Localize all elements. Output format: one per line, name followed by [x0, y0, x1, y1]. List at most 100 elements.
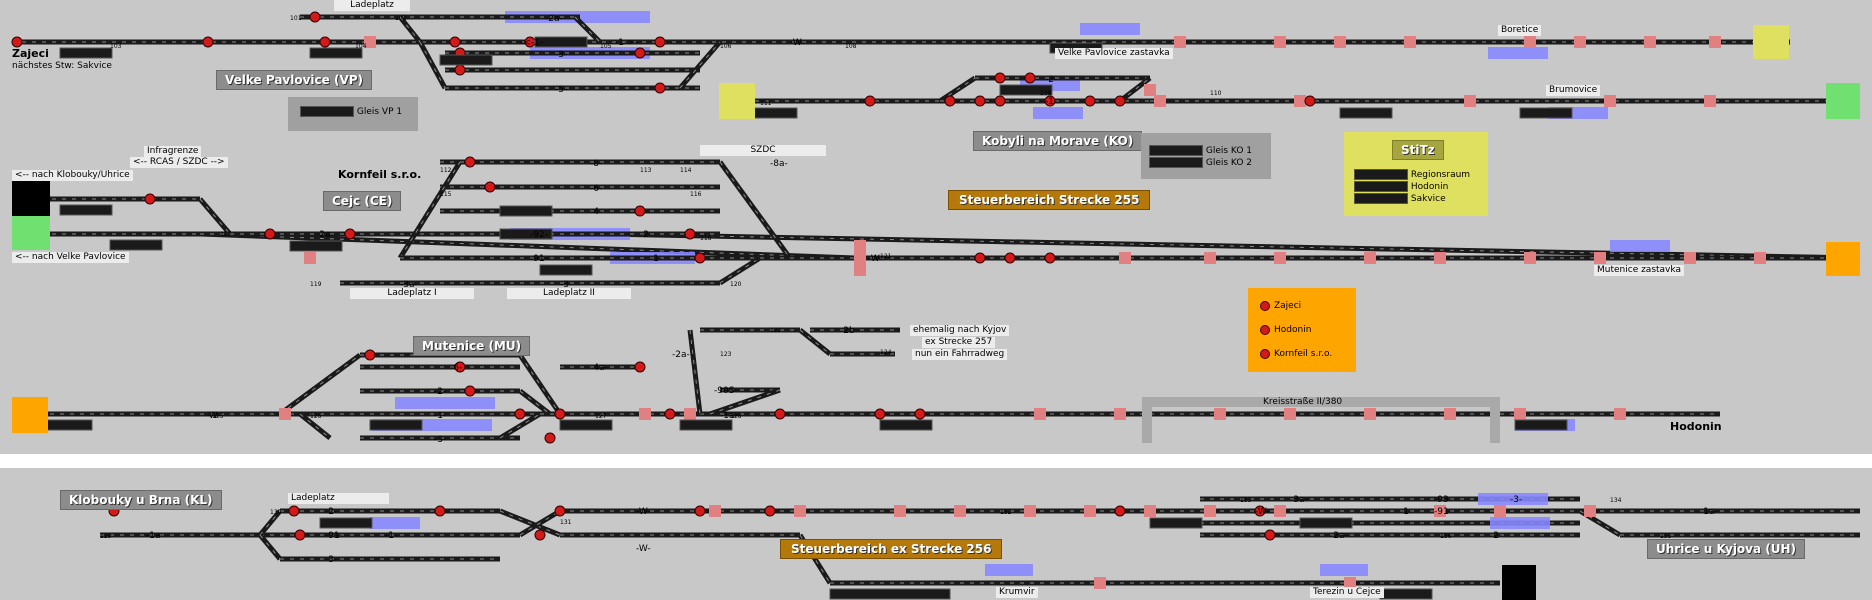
track-centerline[interactable]	[499, 510, 561, 536]
track-number[interactable]: -2-	[1045, 75, 1057, 85]
track-number[interactable]: 123	[720, 351, 732, 358]
signal-light[interactable]	[319, 36, 331, 48]
track-number[interactable]: 134	[1610, 497, 1622, 504]
steuerbereich-255[interactable]: Steuerbereich Strecke 255	[948, 190, 1151, 210]
track-number[interactable]: 130	[270, 509, 282, 516]
track-segment[interactable]	[278, 352, 362, 417]
signal-light[interactable]	[944, 95, 956, 107]
track-centerline[interactable]	[1579, 510, 1621, 536]
track-number[interactable]: -3-	[560, 280, 572, 290]
track-number[interactable]: -W-	[206, 411, 221, 421]
track-number[interactable]: 115	[440, 191, 452, 198]
track-centerline[interactable]	[299, 413, 331, 439]
signal-icon[interactable]	[1260, 324, 1270, 335]
signal-light[interactable]	[634, 47, 646, 59]
track-centerline[interactable]	[939, 77, 976, 102]
track-number[interactable]: 121	[880, 253, 892, 260]
signal-light[interactable]	[1084, 95, 1096, 107]
track-number[interactable]: -5-	[555, 85, 567, 95]
track-number[interactable]: 108	[845, 43, 857, 50]
track-number[interactable]: 122	[770, 327, 782, 334]
track-centerline[interactable]	[279, 354, 361, 415]
boretice-yellow-end[interactable]	[1753, 25, 1789, 59]
track-number[interactable]: -1a-	[720, 411, 738, 421]
track-number[interactable]: -4a-	[590, 363, 608, 373]
track-number[interactable]: -3a-	[1290, 495, 1308, 505]
track-number[interactable]: -6-	[590, 184, 602, 194]
mutenice-orange-end[interactable]	[1826, 242, 1860, 276]
track-centerline[interactable]	[519, 510, 561, 536]
track-number[interactable]: 102	[395, 15, 407, 22]
track-number[interactable]: -93-	[1434, 495, 1452, 505]
track-centerline[interactable]	[519, 354, 561, 415]
signal-light[interactable]	[484, 181, 496, 193]
track-number[interactable]: 127	[595, 413, 607, 420]
track-segment[interactable]	[573, 15, 602, 44]
track-number[interactable]: -8a-	[770, 159, 788, 169]
signal-light[interactable]	[1044, 95, 1056, 107]
signal-light[interactable]	[264, 228, 276, 240]
track-number[interactable]: -2-	[640, 230, 652, 240]
track-number[interactable]: -2a-	[672, 350, 690, 360]
track-number[interactable]: -1-	[434, 411, 446, 421]
track-number[interactable]: 109	[1040, 90, 1052, 97]
track-number[interactable]: -3-	[1510, 495, 1522, 505]
track-number[interactable]: 103	[110, 43, 122, 50]
signal-light[interactable]	[1254, 505, 1266, 517]
track-number[interactable]: 106	[720, 43, 732, 50]
panel-gleis-vp1[interactable]: Gleis VP 1	[288, 97, 418, 131]
signal-light[interactable]	[684, 228, 696, 240]
track-number[interactable]: 136	[1440, 533, 1452, 540]
signal-light[interactable]	[974, 95, 986, 107]
track-number[interactable]: 131	[560, 519, 572, 526]
track-number[interactable]: 114	[680, 167, 692, 174]
signal-light[interactable]	[294, 529, 306, 541]
track-number[interactable]: -W-	[790, 38, 805, 48]
track-number[interactable]: -2a-	[545, 14, 563, 24]
signal-light[interactable]	[454, 361, 466, 373]
station-uhrice[interactable]: Uhrice u Kyjova (UH)	[1647, 539, 1806, 559]
track-number[interactable]: -W-	[1255, 507, 1270, 517]
track-centerline[interactable]	[599, 233, 1861, 259]
track-number[interactable]: 129	[100, 533, 112, 540]
signal-light[interactable]	[554, 505, 566, 517]
signal-light[interactable]	[449, 36, 461, 48]
signal-light[interactable]	[514, 408, 526, 420]
signal-light[interactable]	[554, 408, 566, 420]
track-number[interactable]: 125	[212, 413, 224, 420]
signal-light[interactable]	[534, 529, 546, 541]
signal-light[interactable]	[994, 95, 1006, 107]
track-number[interactable]: -2b-	[840, 326, 858, 336]
panel-orange-destinations[interactable]: Zajeci Hodonin Kornfeil s.r.o.	[1248, 288, 1356, 372]
brumovice-green-end[interactable]	[1826, 83, 1860, 119]
ko-yellow-end[interactable]	[719, 83, 755, 119]
track-number[interactable]: 120	[730, 281, 742, 288]
track-number[interactable]: -2-	[434, 387, 446, 397]
track-number[interactable]: -91-	[325, 531, 343, 541]
track-number[interactable]: -1-	[650, 254, 662, 264]
signal-light[interactable]	[202, 36, 214, 48]
track-number[interactable]: 113	[640, 167, 652, 174]
track-number[interactable]: 105	[600, 43, 612, 50]
signal-light[interactable]	[288, 505, 300, 517]
track-number[interactable]: 111	[760, 100, 772, 107]
track-number[interactable]: -90S-	[714, 386, 738, 396]
signal-light[interactable]	[309, 11, 321, 23]
track-number[interactable]: -91-	[530, 254, 548, 264]
signal-light[interactable]	[544, 432, 556, 444]
track-number[interactable]: -6-	[450, 363, 462, 373]
signal-light[interactable]	[364, 349, 376, 361]
track-number[interactable]: -1-	[385, 531, 397, 541]
signal-light[interactable]	[1304, 95, 1316, 107]
track-centerline[interactable]	[499, 413, 541, 439]
signal-light[interactable]	[774, 408, 786, 420]
signal-light[interactable]	[634, 205, 646, 217]
track-segment[interactable]	[258, 509, 282, 537]
signal-light[interactable]	[344, 228, 356, 240]
track-number[interactable]: -1-	[1045, 97, 1057, 107]
track-number[interactable]: -3-	[325, 555, 337, 565]
signal-light[interactable]	[464, 385, 476, 397]
track-number[interactable]: -2a-	[1330, 531, 1348, 541]
signal-light[interactable]	[1114, 95, 1126, 107]
track-centerline[interactable]	[719, 257, 761, 284]
